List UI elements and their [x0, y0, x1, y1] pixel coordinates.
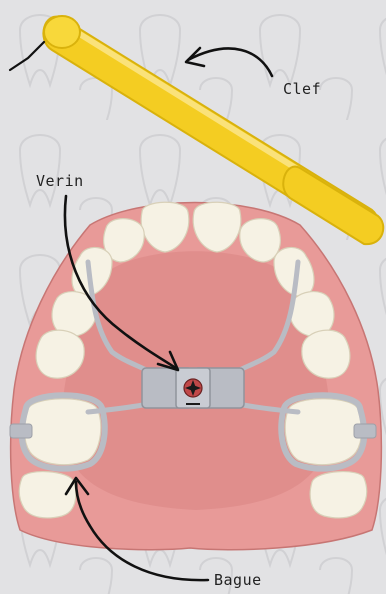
molar-2-left	[19, 472, 76, 518]
label-verin: Verin	[36, 172, 84, 190]
molar-2-right	[310, 472, 367, 518]
molar-1-right	[285, 399, 361, 465]
key-end-cap	[44, 16, 80, 48]
label-bague: Bague	[214, 571, 262, 589]
molar-1-left	[25, 399, 101, 465]
expansion-screw	[142, 368, 244, 408]
band-left-tab	[10, 424, 32, 438]
label-clef: Clef	[283, 80, 321, 98]
band-right-tab	[354, 424, 376, 438]
